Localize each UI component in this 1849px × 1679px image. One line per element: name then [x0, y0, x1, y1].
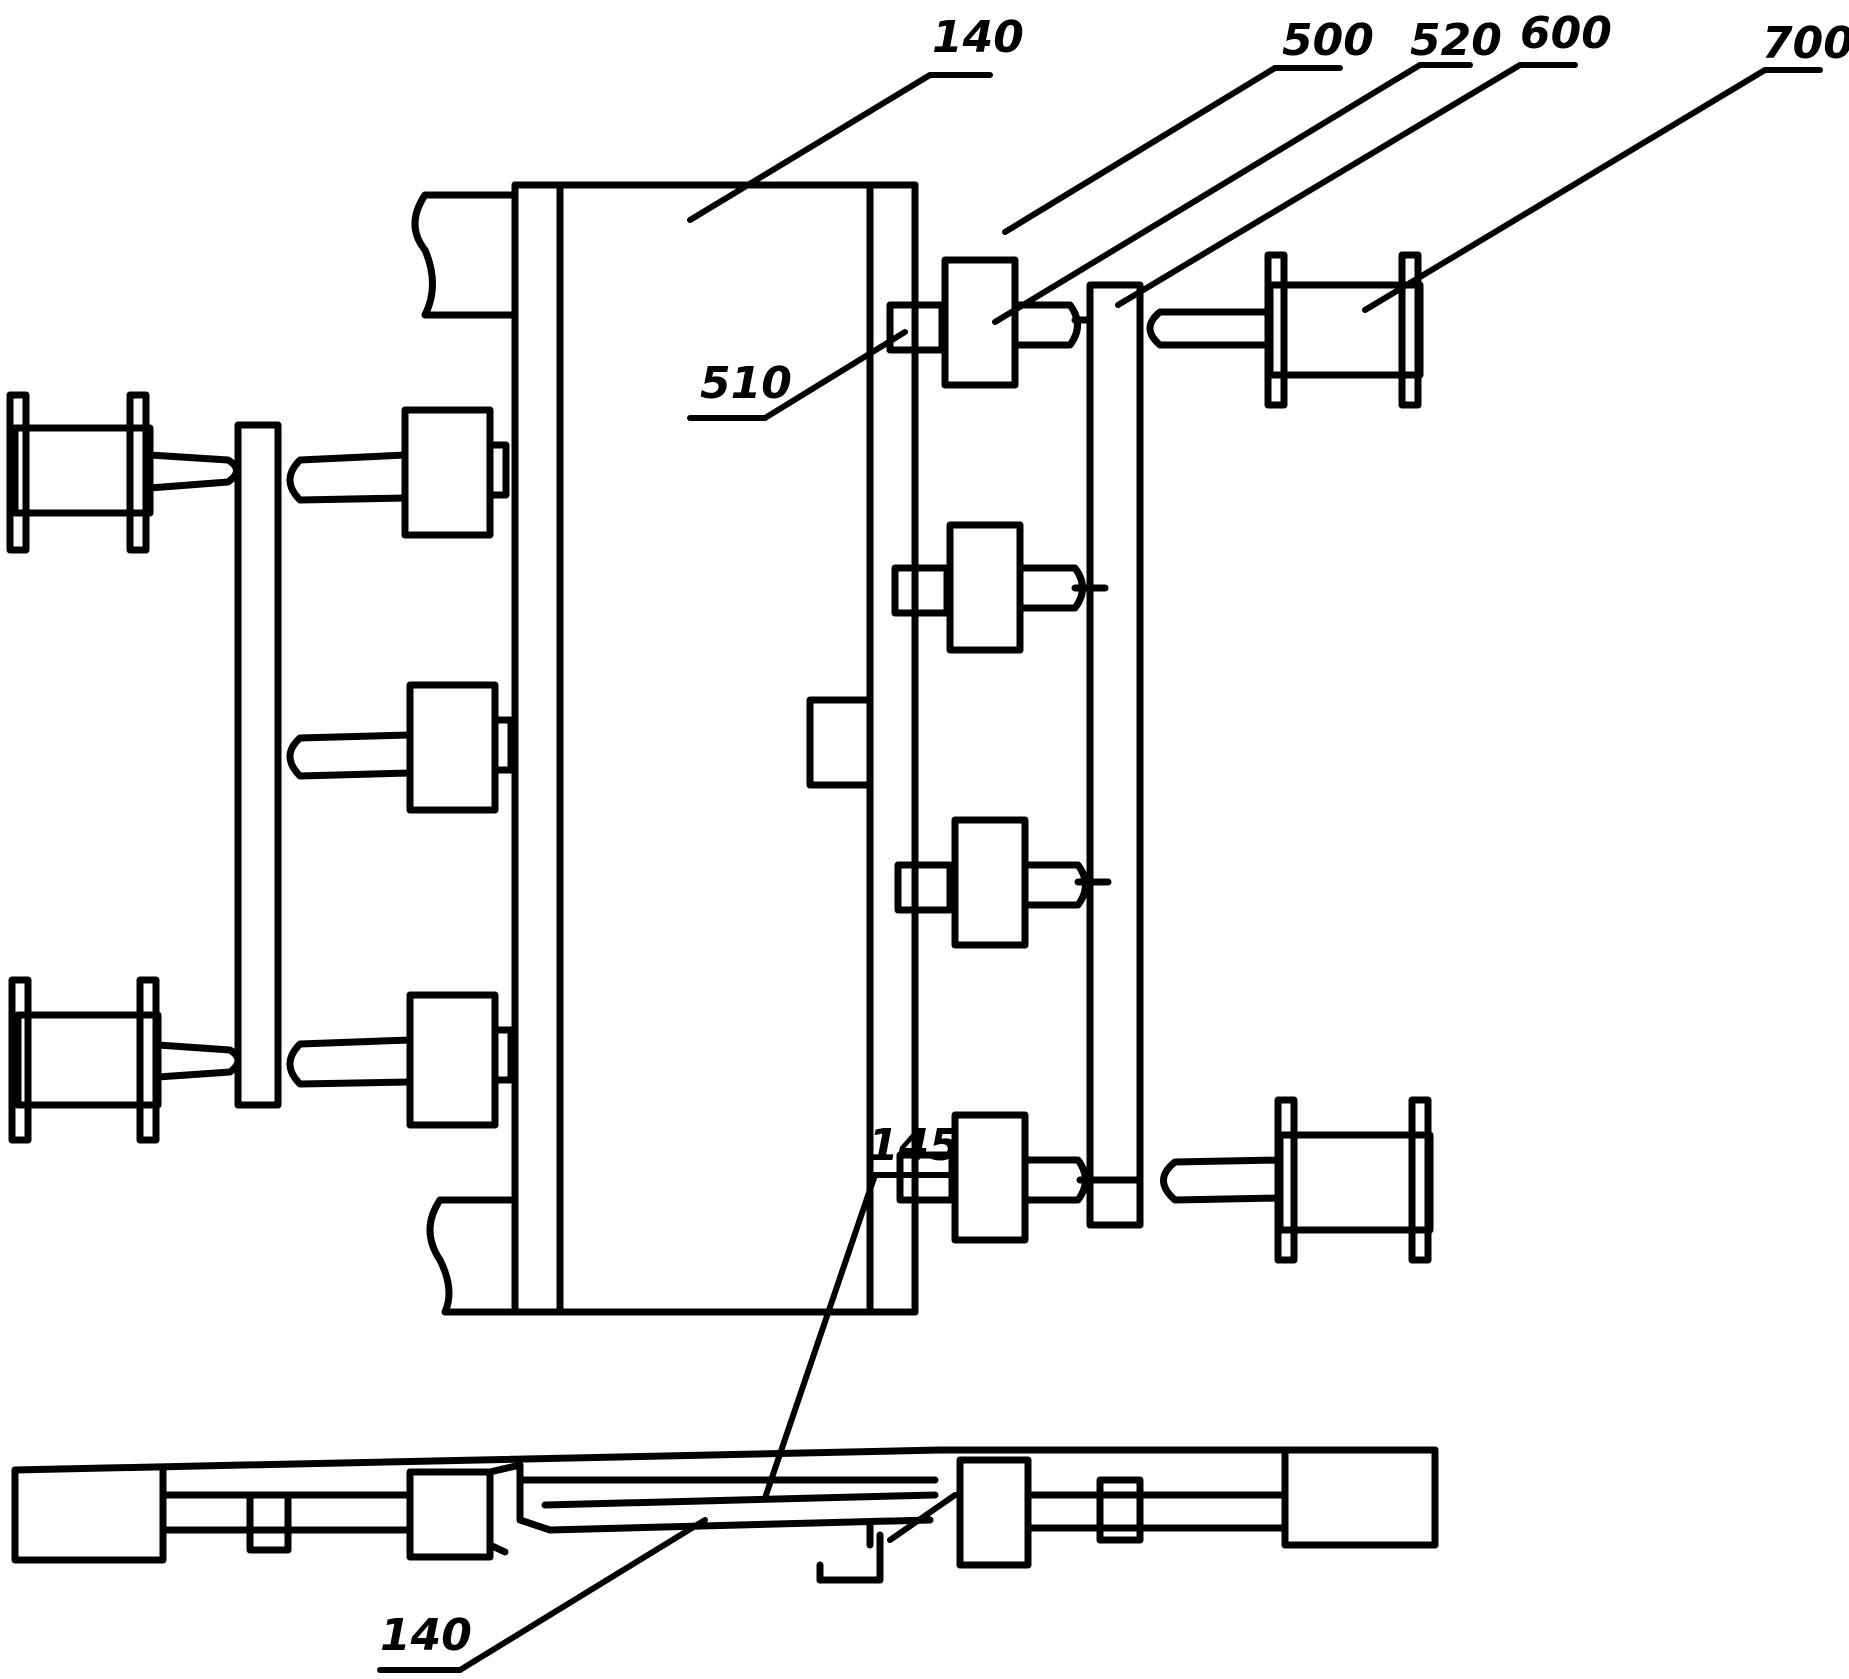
central-frame [411, 181, 919, 1316]
left-valve-top [6, 391, 240, 554]
right-valve-top [1146, 251, 1424, 409]
left-actuator-3 [286, 991, 515, 1129]
label-500: 500 [1282, 15, 1374, 66]
label-520: 520 [1410, 15, 1502, 66]
right-bar [1086, 281, 1144, 1229]
right-valve-bottom [1160, 1096, 1434, 1264]
left-actuator-2 [286, 681, 515, 814]
reference-labels: 140 500 520 600 700 510 145 140 [380, 8, 1849, 1661]
label-600: 600 [1520, 8, 1612, 59]
label-510: 510 [700, 358, 792, 409]
side-view-frame [11, 1446, 1439, 1584]
right-actuator-2 [891, 521, 1109, 654]
leader-lines [377, 62, 1823, 1673]
label-140-bottom: 140 [380, 1610, 472, 1661]
left-bar [234, 421, 282, 1109]
label-140-top: 140 [932, 12, 1024, 63]
label-700: 700 [1762, 18, 1849, 69]
right-actuator-3 [894, 816, 1112, 949]
left-valve-bottom [8, 976, 242, 1144]
right-actuator-1 [886, 256, 1094, 389]
left-actuator-1 [286, 406, 510, 539]
label-145: 145 [868, 1120, 960, 1171]
